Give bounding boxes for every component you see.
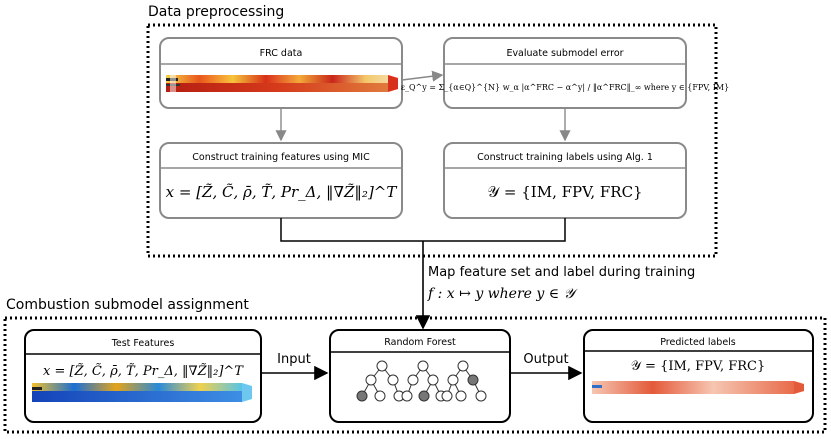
submodel-error-formula: ε_Q^y = Σ_{α∈Q}^{N} w_α |α^FRC − α^y| / … [401,83,729,92]
tree-icon-2 [401,360,447,402]
random-forest-box: Random Forest [329,329,511,423]
submodel-error-title: Evaluate submodel error [506,48,623,59]
connector-merge [280,218,566,242]
map-text-line2: f : x ↦ y where y ∈ 𝒴 [427,286,579,302]
labels-title: Construct training labels using Alg. 1 [477,152,653,163]
features-formula: x = [Z̃, C̃, ρ̄, T̃, Pr_Δ, ‖∇Z̃‖₂]^T [166,183,398,201]
features-title: Construct training features using MIC [192,152,370,163]
preprocessing-title: Data preprocessing [148,4,284,20]
map-text-line1: Map feature set and label during trainin… [428,265,695,280]
tree-icon-3 [441,360,487,402]
predicted-labels-formula: 𝒴 = {IM, FPV, FRC} [631,359,766,374]
tree-icon-1 [356,360,405,402]
assignment-title: Combustion submodel assignment [6,297,249,313]
labels-formula: 𝒴 = {IM, FPV, FRC} [487,183,642,201]
frc-field-image [166,75,398,92]
predicted-labels-title: Predicted labels [660,337,736,348]
submodel-error-box: Evaluate submodel error ε_Q^y = Σ_{α∈Q}^… [401,37,729,109]
labels-box: Construct training labels using Alg. 1 𝒴… [443,142,687,219]
test-features-box: Test Features x = [Z̃, C̃, ρ̄, T̃, Pr_Δ,… [24,329,262,423]
assignment-region [3,316,827,434]
test-features-image [32,383,252,402]
input-label: Input [277,352,311,367]
random-forest-title: Random Forest [384,337,456,348]
predicted-labels-box: Predicted labels 𝒴 = {IM, FPV, FRC} [583,329,814,423]
test-features-formula: x = [Z̃, C̃, ρ̄, T̃, Pr_Δ, ‖∇Z̃‖₂]^T [43,363,244,379]
features-box: Construct training features using MIC x … [159,142,403,219]
frc-data-box: FRC data [159,37,403,109]
arrow-frc-to-error [401,70,444,82]
test-features-title: Test Features [111,338,175,349]
predicted-labels-image [592,381,804,394]
output-label: Output [523,352,568,367]
frc-data-title: FRC data [260,48,303,59]
